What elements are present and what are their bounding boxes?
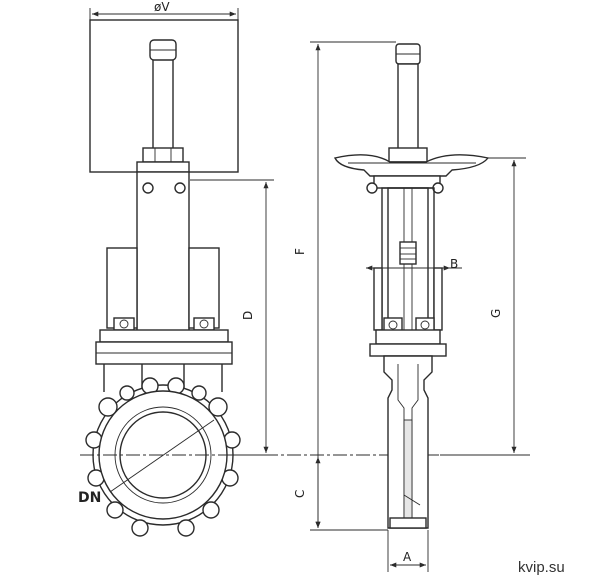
front-stem (152, 57, 174, 151)
dim-g: G (440, 157, 526, 456)
side-view (333, 43, 490, 529)
dim-f: F (293, 41, 396, 531)
front-bolts (113, 317, 215, 331)
label-c: C (293, 490, 307, 498)
dn-label: DN (78, 490, 101, 506)
label-v: øV (154, 0, 170, 14)
valve-body (85, 377, 241, 537)
dim-b: B (366, 257, 462, 271)
dim-c: C (293, 457, 321, 528)
packing-flange (99, 329, 229, 343)
label-d: D (241, 311, 255, 320)
label-a: A (403, 550, 412, 564)
dn-line (109, 419, 215, 493)
front-view: DN (78, 19, 241, 537)
label-b: B (450, 257, 458, 271)
lugs (85, 377, 241, 537)
label-f: F (293, 248, 307, 255)
watermark: kvip.su (518, 559, 565, 576)
side-stem (397, 63, 419, 155)
handwheel (333, 154, 490, 177)
stem-nut (142, 147, 184, 163)
dim-a: A (387, 530, 429, 572)
dim-d: D (190, 179, 274, 456)
dim-v: øV (89, 0, 239, 20)
label-g: G (489, 309, 503, 318)
